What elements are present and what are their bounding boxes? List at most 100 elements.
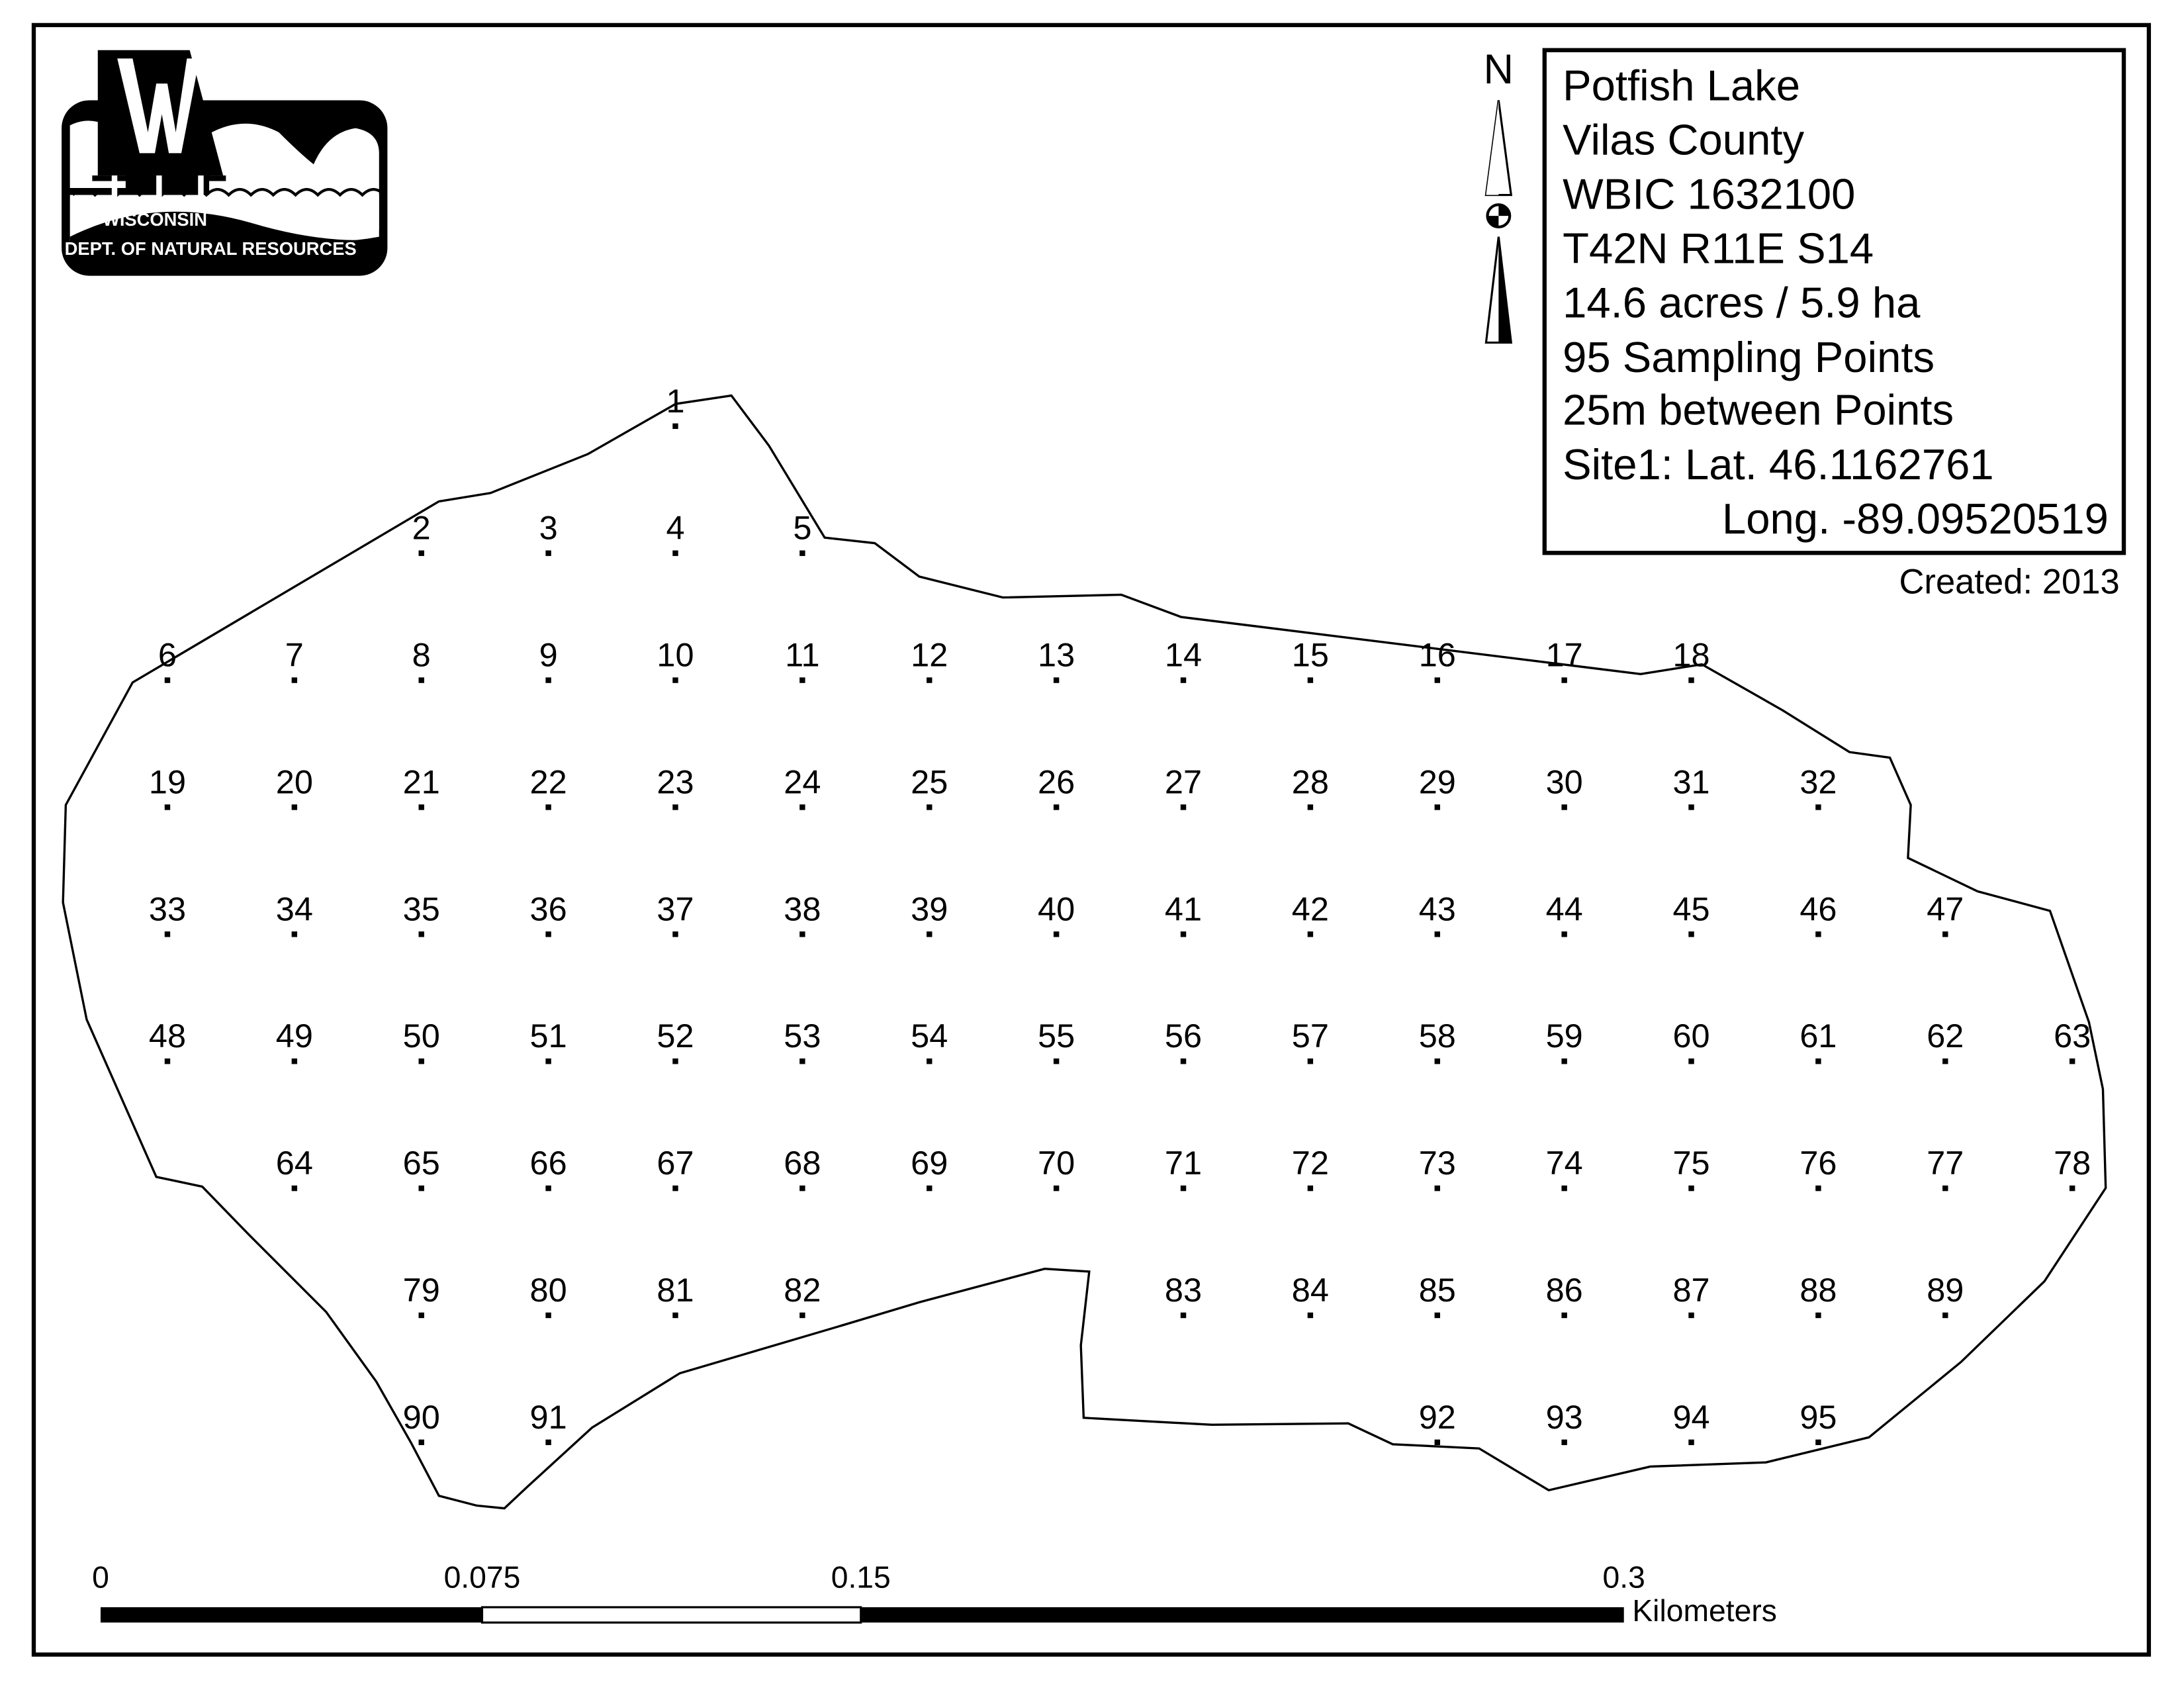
sampling-point: 82	[784, 1271, 821, 1319]
sampling-point: 12	[911, 636, 948, 683]
sampling-point-label: 1	[666, 382, 684, 420]
sampling-point: 75	[1672, 1144, 1710, 1192]
sampling-point-label: 69	[911, 1144, 948, 1182]
sampling-point-label: 95	[1799, 1398, 1837, 1436]
sampling-point: 60	[1672, 1017, 1710, 1064]
scale-segment-1	[100, 1607, 482, 1623]
sampling-point-label: 14	[1165, 636, 1202, 674]
sampling-point-label: 56	[1165, 1017, 1202, 1055]
info-spacing: 25m between Points	[1563, 386, 1954, 434]
sampling-point: 8	[412, 636, 431, 683]
sampling-point-label: 90	[403, 1398, 440, 1436]
sampling-point-label: 50	[403, 1017, 440, 1055]
sampling-point-marker	[927, 1058, 933, 1064]
sampling-point-marker	[1307, 1185, 1314, 1192]
sampling-point-marker	[1053, 1058, 1060, 1064]
sampling-point-label: 47	[1927, 890, 1964, 927]
sampling-point-label: 36	[530, 890, 567, 927]
sampling-point: 40	[1038, 890, 1075, 937]
sampling-point: 43	[1419, 890, 1456, 937]
sampling-point-label: 58	[1419, 1017, 1456, 1055]
sampling-point: 58	[1419, 1017, 1456, 1064]
sampling-point: 30	[1546, 763, 1583, 810]
sampling-point-label: 94	[1672, 1398, 1709, 1436]
info-longitude: Long. -89.09520519	[1722, 494, 2109, 543]
sampling-point-marker	[672, 423, 678, 430]
sampling-point: 87	[1672, 1271, 1710, 1319]
sampling-point: 37	[657, 890, 694, 937]
info-county: Vilas County	[1563, 116, 1804, 164]
sampling-point-marker	[1434, 677, 1440, 683]
sampling-point: 50	[403, 1017, 440, 1064]
sampling-point-marker	[291, 1058, 298, 1064]
sampling-point-marker	[799, 931, 805, 937]
sampling-point: 68	[784, 1144, 821, 1192]
sampling-point: 36	[530, 890, 567, 937]
sampling-point-marker	[1307, 1058, 1314, 1064]
sampling-point-marker	[1815, 1185, 1821, 1192]
sampling-point: 83	[1165, 1271, 1202, 1319]
sampling-point: 42	[1292, 890, 1329, 937]
sampling-point-label: 73	[1419, 1144, 1456, 1182]
sampling-point: 70	[1038, 1144, 1075, 1192]
sampling-point-label: 78	[2054, 1144, 2091, 1182]
sampling-point-label: 5	[793, 509, 811, 547]
sampling-point-label: 31	[1672, 763, 1709, 800]
sampling-point-marker	[672, 677, 678, 683]
sampling-point-label: 7	[285, 636, 304, 674]
sampling-point-marker	[2069, 1058, 2075, 1064]
sampling-point-label: 9	[539, 636, 558, 674]
logo-text-dnr: DEPT. OF NATURAL RESOURCES	[65, 238, 357, 259]
sampling-point-marker	[1434, 1439, 1440, 1446]
sampling-point-label: 67	[657, 1144, 694, 1182]
sampling-point: 90	[403, 1398, 440, 1446]
sampling-point-marker	[291, 804, 298, 810]
sampling-point: 91	[530, 1398, 567, 1446]
sampling-point: 6	[158, 636, 177, 683]
sampling-point-label: 71	[1165, 1144, 1202, 1182]
sampling-point-marker	[672, 1185, 678, 1192]
sampling-point-marker	[1307, 804, 1314, 810]
sampling-point-marker	[799, 1312, 805, 1319]
sampling-point: 20	[276, 763, 313, 810]
sampling-point-marker	[1561, 804, 1567, 810]
sampling-point-label: 87	[1672, 1271, 1709, 1309]
sampling-point-label: 21	[403, 763, 440, 800]
sampling-point-marker	[1434, 1058, 1440, 1064]
sampling-point-label: 17	[1546, 636, 1583, 674]
sampling-point: 79	[403, 1271, 440, 1319]
sampling-point-marker	[927, 677, 933, 683]
sampling-point-marker	[418, 1058, 424, 1064]
sampling-point: 93	[1546, 1398, 1583, 1446]
sampling-point-label: 86	[1546, 1271, 1583, 1309]
sampling-point: 67	[657, 1144, 694, 1192]
sampling-point-label: 54	[911, 1017, 948, 1055]
sampling-point: 48	[149, 1017, 186, 1064]
sampling-point: 14	[1165, 636, 1202, 683]
sampling-point-label: 61	[1799, 1017, 1837, 1055]
sampling-point-label: 26	[1038, 763, 1075, 800]
sampling-point-label: 27	[1165, 763, 1202, 800]
sampling-point: 76	[1799, 1144, 1837, 1192]
sampling-point-label: 39	[911, 890, 948, 927]
sampling-point-label: 52	[657, 1017, 694, 1055]
sampling-point-label: 33	[149, 890, 186, 927]
north-arrow: N	[1484, 46, 1514, 344]
sampling-point-label: 84	[1292, 1271, 1329, 1309]
sampling-point-label: 4	[666, 509, 684, 547]
info-area: 14.6 acres / 5.9 ha	[1563, 279, 1921, 327]
sampling-point-label: 77	[1927, 1144, 1964, 1182]
sampling-point-label: 23	[657, 763, 694, 800]
sampling-point: 38	[784, 890, 821, 937]
sampling-point: 72	[1292, 1144, 1329, 1192]
sampling-point-label: 93	[1546, 1398, 1583, 1436]
sampling-point-label: 51	[530, 1017, 567, 1055]
sampling-point: 18	[1672, 636, 1710, 683]
sampling-point-label: 11	[785, 636, 819, 674]
sampling-point-marker	[1434, 1185, 1440, 1192]
scale-tick-2: 0.15	[831, 1560, 891, 1595]
sampling-point-label: 70	[1038, 1144, 1075, 1182]
sampling-point-marker	[1561, 931, 1567, 937]
sampling-point: 64	[276, 1144, 313, 1192]
sampling-point-label: 48	[149, 1017, 186, 1055]
